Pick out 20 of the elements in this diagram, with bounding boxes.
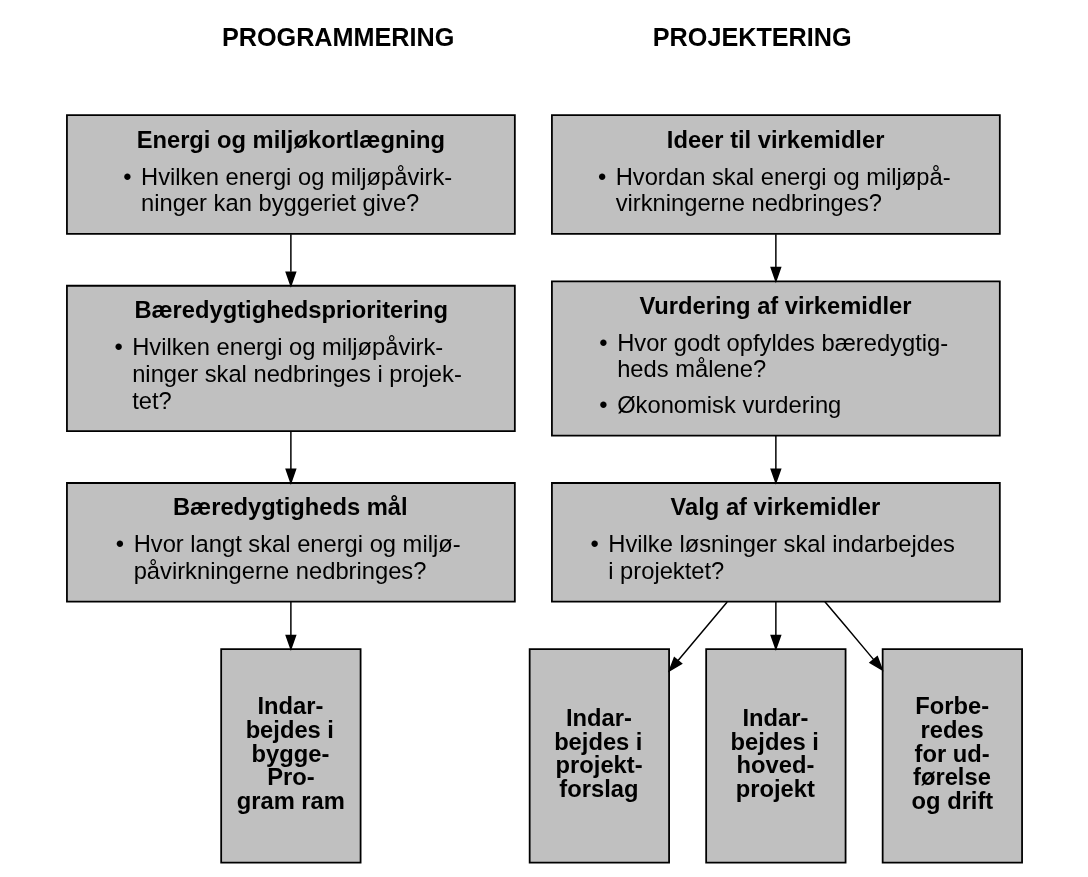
arrow bbox=[769, 233, 782, 284]
arrow bbox=[769, 601, 782, 652]
arrow bbox=[284, 430, 297, 485]
node-box: Valg af virkemidler • Hvilke løsninger skal indarbejdes i projektet? bbox=[550, 482, 1001, 603]
node-box: Ideer til virkemidler • Hvordan skal energi og miljøpå- virkningerne nedbringes? bbox=[550, 114, 1001, 235]
node-box: Indar- bejdes i projekt- forslag bbox=[528, 648, 670, 864]
label: PROGRAMMERING bbox=[221, 22, 454, 51]
node-box: Bæredygtigheds mål • Hvor langt skal energi og miljø- påvirkningerne nedbringes? bbox=[65, 482, 516, 603]
arrow bbox=[284, 233, 297, 288]
node-box: Energi og miljøkortlægning • Hvilken energi og miljøpåvirk- ninger kan byggeriet give? bbox=[65, 114, 516, 235]
node-box: Indar- bejdes i hoved- projekt bbox=[704, 648, 846, 864]
label: PROJEKTERING bbox=[652, 22, 852, 51]
node-box: Vurdering af virkemidler • Hvor godt opfyldes bæredygtig- heds målene? • Økonomisk vurdering bbox=[550, 280, 1001, 437]
arrow bbox=[284, 601, 297, 652]
arrow bbox=[769, 434, 782, 485]
node-box: Bæredygtighedsprioritering • Hvilken energi og miljøpåvirk- ninger skal nedbringes i projek- tet? bbox=[65, 284, 516, 432]
node-box: Forbe- redes for ud- førelse og drift bbox=[881, 648, 1023, 864]
arrow bbox=[823, 600, 884, 672]
arrow bbox=[667, 601, 728, 673]
node-box: Indar- bejdes i bygge- Pro- gram ram bbox=[219, 648, 361, 864]
